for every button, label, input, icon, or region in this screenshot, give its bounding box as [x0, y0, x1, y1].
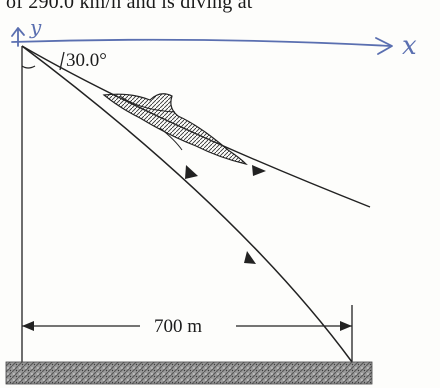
distance-label: 700 m [154, 316, 202, 337]
distance-dimension: 700 m [22, 316, 352, 337]
angle-arc [21, 65, 36, 69]
projectile-trajectory [21, 45, 353, 363]
flight-path-arrow [252, 165, 266, 176]
y-axis-label: y [29, 15, 42, 39]
ground-strip [5, 361, 373, 385]
handwritten-y-axis: y [11, 15, 42, 47]
airplane-sketch [102, 93, 248, 166]
header-text: of 290.0 km/h and is diving at [6, 0, 253, 13]
angle-label: 30.0° [66, 50, 107, 71]
trajectory-arrow-2 [244, 251, 256, 264]
x-axis-label: x [402, 31, 417, 61]
handwritten-x-axis: x [11, 31, 417, 61]
trajectory-arrow-1 [185, 165, 198, 179]
